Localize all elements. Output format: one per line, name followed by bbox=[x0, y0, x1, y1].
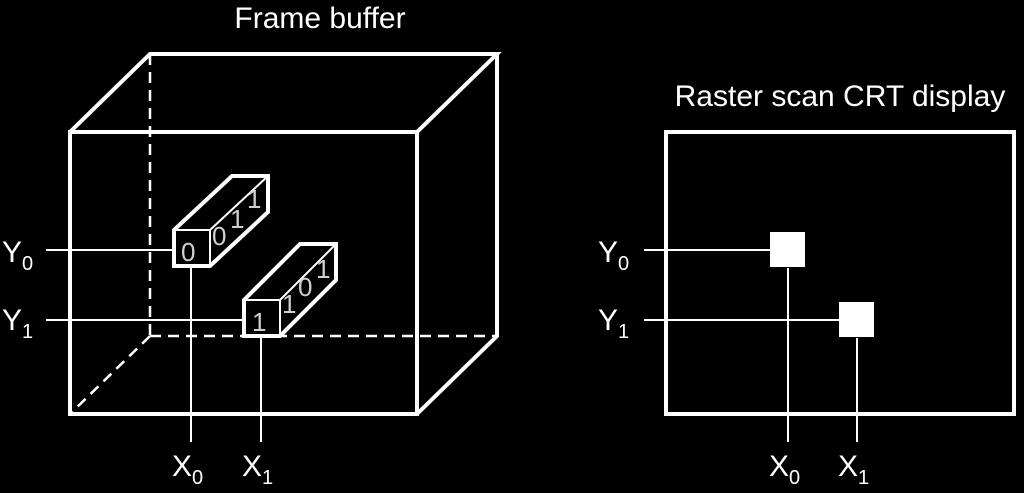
box-visible-edges bbox=[68, 52, 502, 416]
memory-cell-y0-x0: 0 0 1 1 bbox=[172, 174, 270, 268]
pixel-x0-y0 bbox=[770, 232, 805, 267]
display-y1-label: Y1 bbox=[598, 304, 629, 343]
frame-buffer-leader-lines bbox=[46, 249, 262, 442]
frame-buffer bbox=[68, 52, 502, 416]
cell-a-bit-2: 1 bbox=[230, 204, 244, 234]
cell-b-bit-0: 1 bbox=[252, 307, 266, 337]
memory-cell-y1-x1: 1 1 0 1 bbox=[242, 242, 338, 338]
crt-screen bbox=[664, 130, 1016, 416]
display-x1-label: X1 bbox=[838, 450, 869, 489]
fb-y0-label: Y0 bbox=[2, 236, 33, 275]
box-hidden-edges bbox=[69, 54, 497, 415]
cell-a-bit-0: 0 bbox=[181, 237, 195, 267]
cell-b-bit-3: 1 bbox=[316, 254, 330, 284]
fb-x1-label: X1 bbox=[242, 450, 273, 489]
box-front-face bbox=[68, 130, 419, 416]
display-y0-label: Y0 bbox=[598, 236, 629, 275]
cell-a-bit-1: 0 bbox=[212, 221, 226, 251]
display-leader-lines bbox=[644, 249, 858, 442]
box-top-face bbox=[68, 52, 502, 134]
cell-a-bit-3: 1 bbox=[247, 184, 261, 214]
display-title: Raster scan CRT display bbox=[675, 80, 1006, 113]
display-x0-label: X0 bbox=[769, 450, 800, 489]
pixel-x1-y1 bbox=[839, 302, 874, 337]
cell-b-bit-2: 0 bbox=[298, 272, 312, 302]
box-right-face bbox=[415, 54, 499, 416]
cell-b-bit-1: 1 bbox=[282, 289, 296, 319]
fb-y1-label: Y1 bbox=[2, 304, 33, 343]
frame-buffer-title: Frame buffer bbox=[234, 2, 405, 35]
fb-x0-label: X0 bbox=[172, 450, 203, 489]
